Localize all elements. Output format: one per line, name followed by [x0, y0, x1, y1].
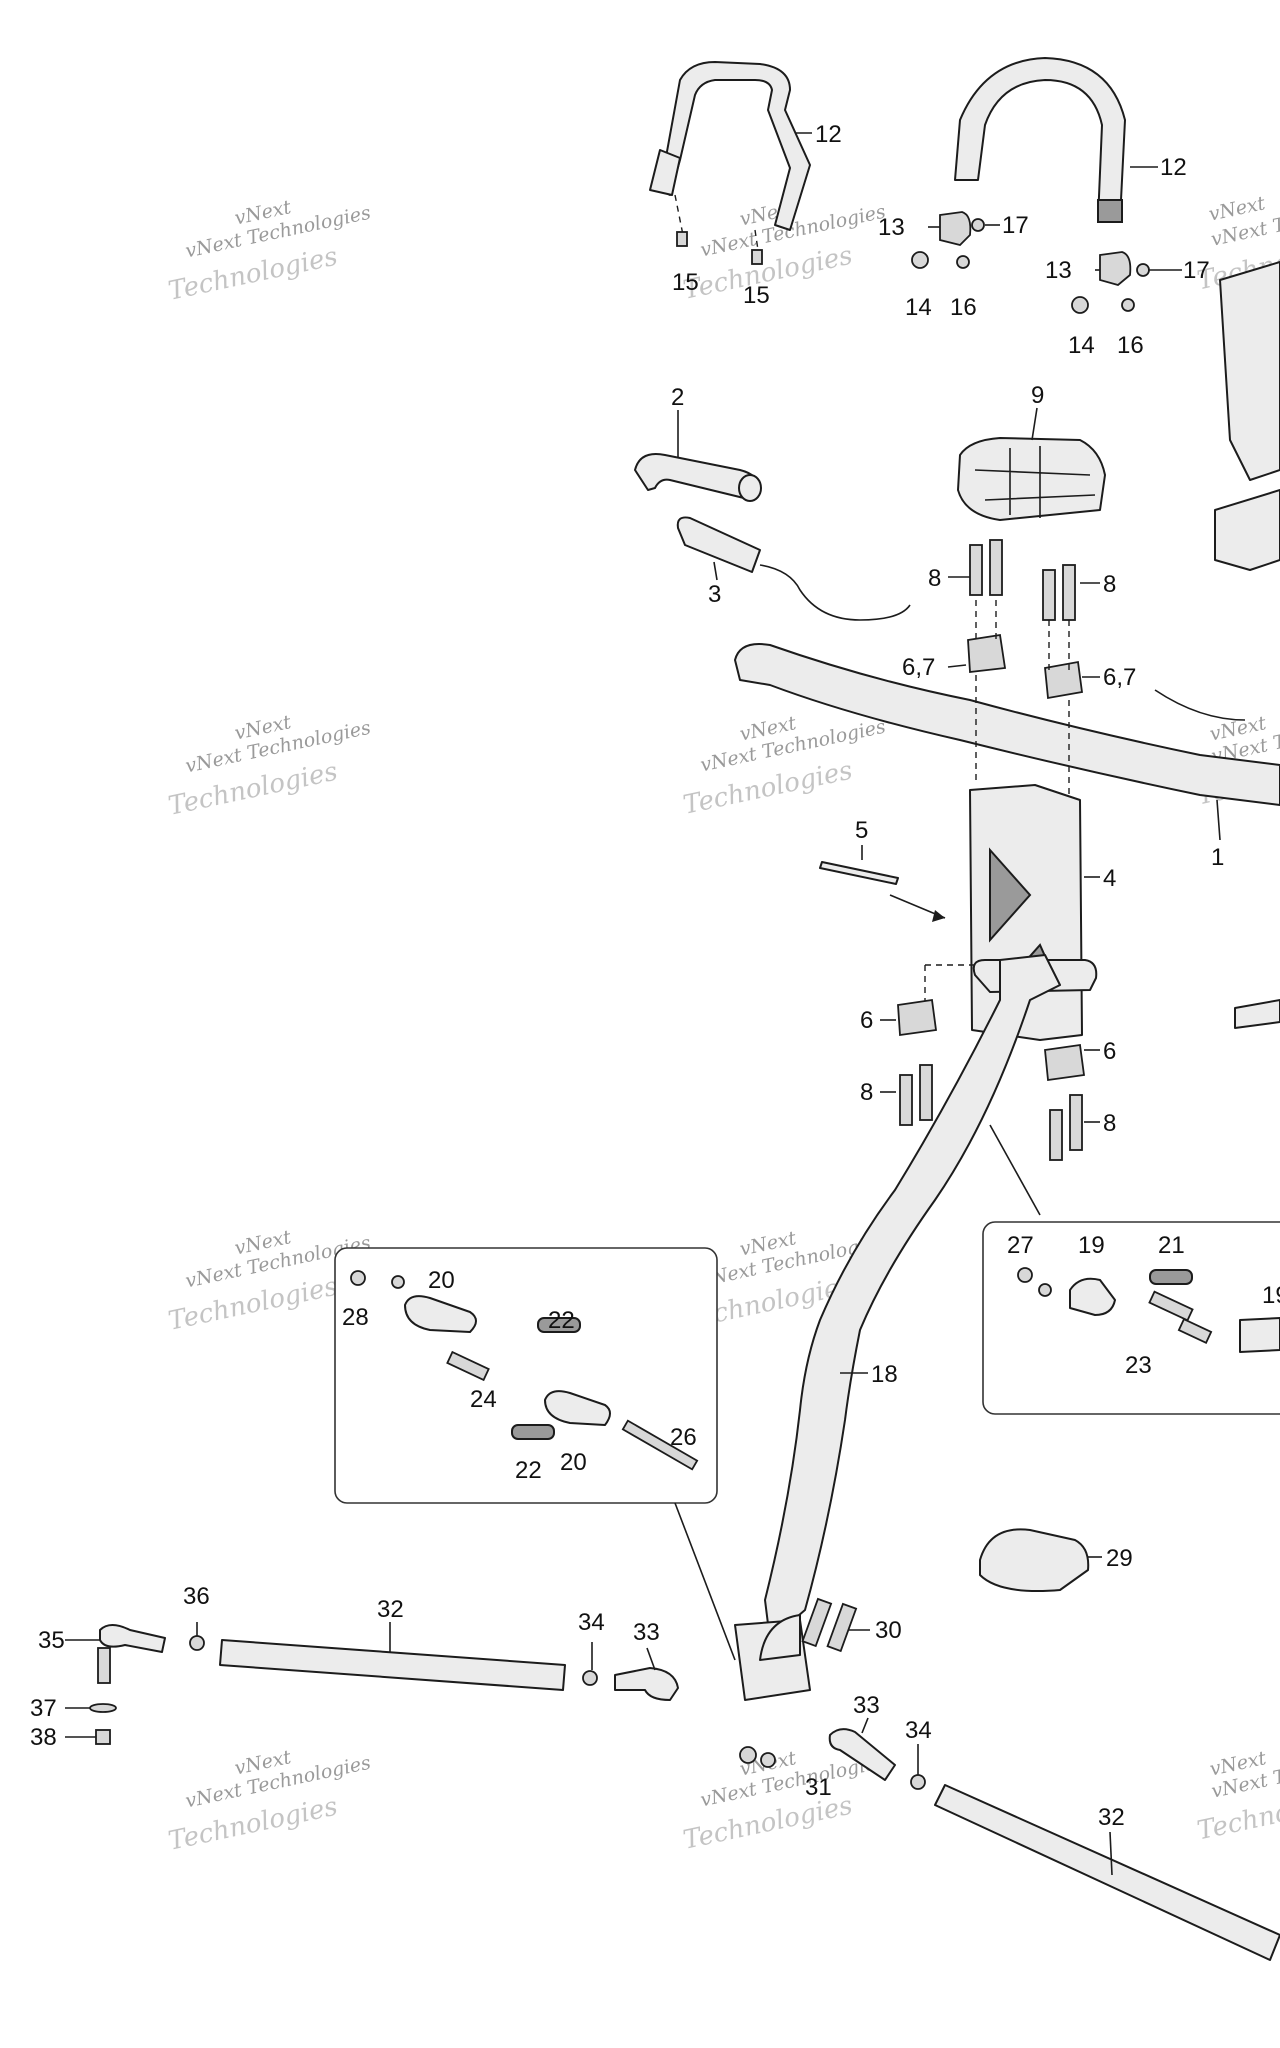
part-3-heated-grip	[676, 516, 911, 621]
clamp-set-upper	[911, 211, 1150, 314]
callout-6: 6	[1103, 1038, 1116, 1065]
callout-5: 5	[855, 817, 868, 844]
callout-13: 13	[878, 214, 905, 241]
callout-14: 14	[905, 294, 932, 321]
callout-38: 38	[30, 1724, 57, 1751]
callout-35: 35	[38, 1627, 65, 1654]
callout-33: 33	[853, 1692, 880, 1719]
part-30-bolts	[801, 1597, 858, 1653]
callout-34: 34	[578, 1609, 605, 1636]
callout-32: 32	[1098, 1804, 1125, 1831]
callout-20: 20	[428, 1267, 455, 1294]
callout-16: 16	[1117, 332, 1144, 359]
callout-9: 9	[1031, 382, 1044, 409]
callout-8: 8	[860, 1079, 873, 1106]
callout-19: 19	[1262, 1282, 1280, 1309]
callout-29: 29	[1106, 1545, 1133, 1572]
callout-32: 32	[377, 1596, 404, 1623]
callouts: 12 12 13 17 13 17 14 16 14 16 15 15 2 9 …	[30, 121, 1280, 1831]
watermarks: vNext vNext Technologies Technologies vN…	[166, 190, 1280, 1857]
callout-6-7: 6,7	[902, 654, 935, 681]
part-5-strip	[819, 861, 946, 922]
callout-28: 28	[342, 1304, 369, 1331]
tie-rod-left	[89, 1624, 679, 1745]
handlebar-pad-partial	[1214, 261, 1280, 1029]
part-9-handlebar-pad	[957, 437, 1106, 521]
callout-20: 20	[560, 1449, 587, 1476]
callout-8: 8	[928, 565, 941, 592]
callout-24: 24	[470, 1386, 497, 1413]
callout-30: 30	[875, 1617, 902, 1644]
part-12-hand-guard-right	[954, 57, 1126, 223]
callout-12: 12	[1160, 154, 1187, 181]
part-2-grip	[634, 453, 762, 502]
callout-26: 26	[670, 1424, 697, 1451]
callout-17: 17	[1183, 257, 1210, 284]
callout-36: 36	[183, 1583, 210, 1610]
callout-31: 31	[805, 1774, 832, 1801]
part-29-cover	[979, 1528, 1090, 1592]
callout-2: 2	[671, 384, 684, 411]
callout-8: 8	[1103, 1110, 1116, 1137]
callout-15: 15	[743, 282, 770, 309]
inset-left	[334, 1247, 736, 1661]
callout-19: 19	[1078, 1232, 1105, 1259]
callout-22: 22	[515, 1457, 542, 1484]
callout-21: 21	[1158, 1232, 1185, 1259]
callout-14: 14	[1068, 332, 1095, 359]
part-1-handlebar	[734, 643, 1280, 806]
callout-8: 8	[1103, 571, 1116, 598]
callout-3: 3	[708, 581, 721, 608]
callout-18: 18	[871, 1361, 898, 1388]
callout-13: 13	[1045, 257, 1072, 284]
callout-33: 33	[633, 1619, 660, 1646]
callout-6-7: 6,7	[1103, 664, 1136, 691]
callout-22: 22	[548, 1307, 575, 1334]
callout-16: 16	[950, 294, 977, 321]
callout-37: 37	[30, 1695, 57, 1722]
callout-15: 15	[672, 269, 699, 296]
lower-clamps-and-bolts	[897, 964, 1086, 1161]
part-18-steering-column	[734, 954, 1098, 1768]
callout-23: 23	[1125, 1352, 1152, 1379]
leader-lines	[65, 132, 1221, 1876]
upper-clamps-and-bolts	[967, 539, 1084, 795]
callout-4: 4	[1103, 865, 1116, 892]
callout-17: 17	[1002, 212, 1029, 239]
callout-27: 27	[1007, 1232, 1034, 1259]
callout-34: 34	[905, 1717, 932, 1744]
callout-1: 1	[1211, 844, 1224, 871]
part-12-hand-guard-left	[649, 61, 811, 265]
tie-rod-right	[828, 1728, 1280, 1961]
callout-6: 6	[860, 1007, 873, 1034]
callout-12: 12	[815, 121, 842, 148]
inset-right	[982, 1124, 1280, 1415]
